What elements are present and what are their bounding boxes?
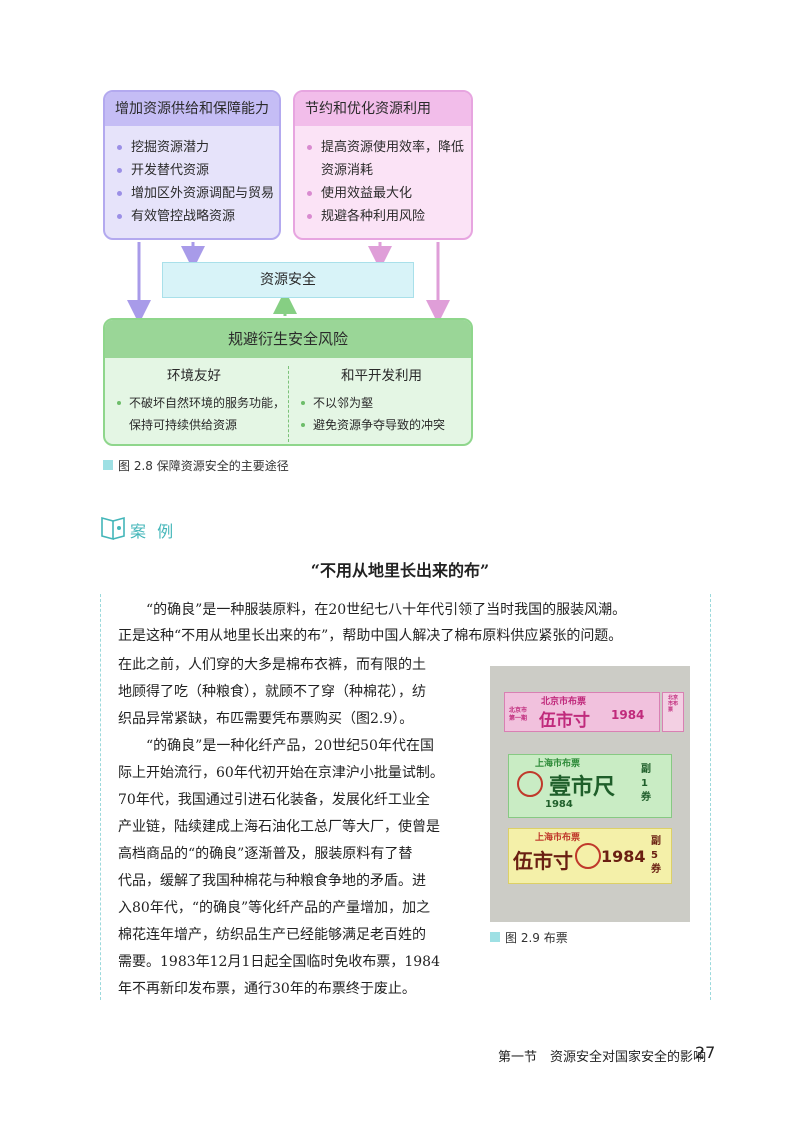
list-item: 规避各种利用风险	[305, 205, 464, 228]
page-number: 27	[695, 1043, 716, 1062]
case-text-line: “的确良”是一种化纤产品，20世纪50年代在国	[146, 738, 434, 754]
coupon-header: 上海市布票	[535, 759, 581, 769]
case-text-line: 地顾得了吃（种粮食），就顾不了穿（种棉花），纺	[118, 684, 426, 700]
environment-friendly-list: 不破坏自然环境的服务功能， 保持可持续供给资源	[117, 392, 285, 436]
case-label: 案 例	[130, 522, 177, 541]
coupon-header: 北京市布票	[541, 697, 587, 707]
peaceful-development-title: 和平开发利用	[341, 368, 422, 384]
case-text-line: 在此之前，人们穿的大多是棉布衣裤，而有限的土	[118, 657, 426, 673]
beijing-coupon-stub: 北京市布票	[662, 692, 684, 732]
coupon-stub-text: 副 5 券	[651, 836, 661, 875]
optimize-use-list: 提高资源使用效率，降低 资源消耗 使用效益最大化 规避各种利用风险	[305, 136, 464, 228]
resource-security-box: 资源安全	[162, 262, 414, 298]
coupon-year: 1984	[545, 799, 573, 810]
list-item: 有效管控战略资源	[115, 205, 274, 228]
case-border-right	[710, 594, 711, 1000]
case-text-line: 入80年代，“的确良”等化纤产品的产量增加，加之	[118, 900, 431, 916]
caption-marker	[103, 460, 113, 470]
increase-supply-list: 挖掘资源潜力 开发替代资源 增加区外资源调配与贸易 有效管控战略资源	[115, 136, 274, 228]
coupon-seal	[575, 843, 601, 869]
case-text-line: 代品，缓解了我国种棉花与种粮食争地的矛盾。进	[118, 873, 426, 889]
case-text-line: 棉花连年增产，纺织品生产已经能够满足老百姓的	[118, 927, 426, 943]
list-item: 挖掘资源潜力	[115, 136, 274, 159]
case-text-line: 产业链，陆续建成上海石油化工总厂等大厂，使曾是	[118, 819, 440, 835]
list-item: 增加区外资源调配与贸易	[115, 182, 274, 205]
coupon-value: 伍市寸	[513, 849, 573, 873]
coupon-value: 伍市寸	[539, 711, 590, 731]
list-item: 不以邻为壑	[301, 392, 445, 414]
list-item: 使用效益最大化	[305, 182, 464, 205]
case-text-line: 70年代，我国通过引进石化装备，发展化纤工业全	[118, 792, 430, 808]
figure-2-9-caption: 图 2.9 布票	[505, 931, 568, 945]
optimize-use-title: 节约和优化资源利用	[295, 92, 471, 126]
case-title: “不用从地里长出来的布”	[310, 561, 490, 580]
case-text-line: 年不再新印发布票，通行30年的布票终于废止。	[118, 981, 416, 997]
peaceful-development-list: 不以邻为壑 避免资源争夺导致的冲突	[301, 392, 445, 436]
figure-2-8-caption: 图 2.8 保障资源安全的主要途径	[118, 459, 289, 473]
diagram-arrows	[127, 242, 450, 324]
environment-friendly-title: 环境友好	[167, 368, 221, 384]
beijing-coupon: 北京市布票 北京市 第一期 伍市寸 1984	[504, 692, 660, 732]
coupon-stub-text: 北京市布票	[668, 695, 679, 713]
increase-supply-box: 增加资源供给和保障能力 挖掘资源潜力 开发替代资源 增加区外资源调配与贸易 有效…	[103, 90, 281, 240]
list-item: 提高资源使用效率，降低	[305, 136, 464, 159]
case-text-line: 际上开始流行，60年代初开始在京津沪小批量试制。	[118, 765, 444, 781]
avoid-derived-risk-box: 规避衍生安全风险 环境友好 和平开发利用 不破坏自然环境的服务功能， 保持可持续…	[103, 318, 473, 446]
resource-security-diagram: 增加资源供给和保障能力 挖掘资源潜力 开发替代资源 增加区外资源调配与贸易 有效…	[0, 0, 800, 460]
coupon-stub-text: 副 1 券	[641, 764, 651, 803]
dashed-divider	[288, 366, 289, 442]
case-text-line: 织品异常紧缺，布匹需要凭布票购买（图2.9）。	[118, 711, 414, 727]
caption-marker	[490, 932, 500, 942]
list-item-continuation: 保持可持续供给资源	[129, 418, 238, 432]
cloth-coupon-photo: 北京市布票 北京市 第一期 伍市寸 1984 北京市布票 上海市布票 壹市尺 1…	[490, 666, 690, 922]
list-item: 不破坏自然环境的服务功能，	[117, 392, 285, 414]
footer-section-title: 第一节 资源安全对国家安全的影响	[498, 1050, 707, 1065]
shanghai-coupon-five-cun: 上海市布票 伍市寸 1984 副 5 券	[508, 828, 672, 884]
increase-supply-title: 增加资源供给和保障能力	[105, 92, 279, 126]
coupon-small-text: 北京市 第一期	[509, 707, 528, 722]
list-item: 避免资源争夺导致的冲突	[301, 414, 445, 436]
optimize-use-box: 节约和优化资源利用 提高资源使用效率，降低 资源消耗 使用效益最大化 规避各种利…	[293, 90, 473, 240]
coupon-seal	[517, 771, 543, 797]
coupon-year: 1984	[601, 847, 646, 866]
case-text-line: 需要。1983年12月1日起全国临时免收布票，1984	[118, 954, 440, 970]
case-text-line: 正是这种“不用从地里长出来的布”，帮助中国人解决了棉布原料供应紧张的问题。	[118, 628, 623, 644]
coupon-value: 壹市尺	[549, 775, 616, 800]
avoid-derived-risk-title: 规避衍生安全风险	[105, 320, 471, 358]
shanghai-coupon-one-chi: 上海市布票 壹市尺 1984 副 1 券	[508, 754, 672, 818]
list-item-continuation: 资源消耗	[321, 163, 374, 178]
case-book-icon	[101, 516, 125, 541]
coupon-header: 上海市布票	[535, 833, 581, 843]
case-border-left	[100, 594, 101, 1000]
case-text-line: 高档商品的“的确良”逐渐普及，服装原料有了替	[118, 846, 413, 862]
coupon-year: 1984	[611, 708, 645, 722]
list-item: 开发替代资源	[115, 159, 274, 182]
case-text-line: “的确良”是一种服装原料，在20世纪七八十年代引领了当时我国的服装风潮。	[146, 602, 627, 618]
